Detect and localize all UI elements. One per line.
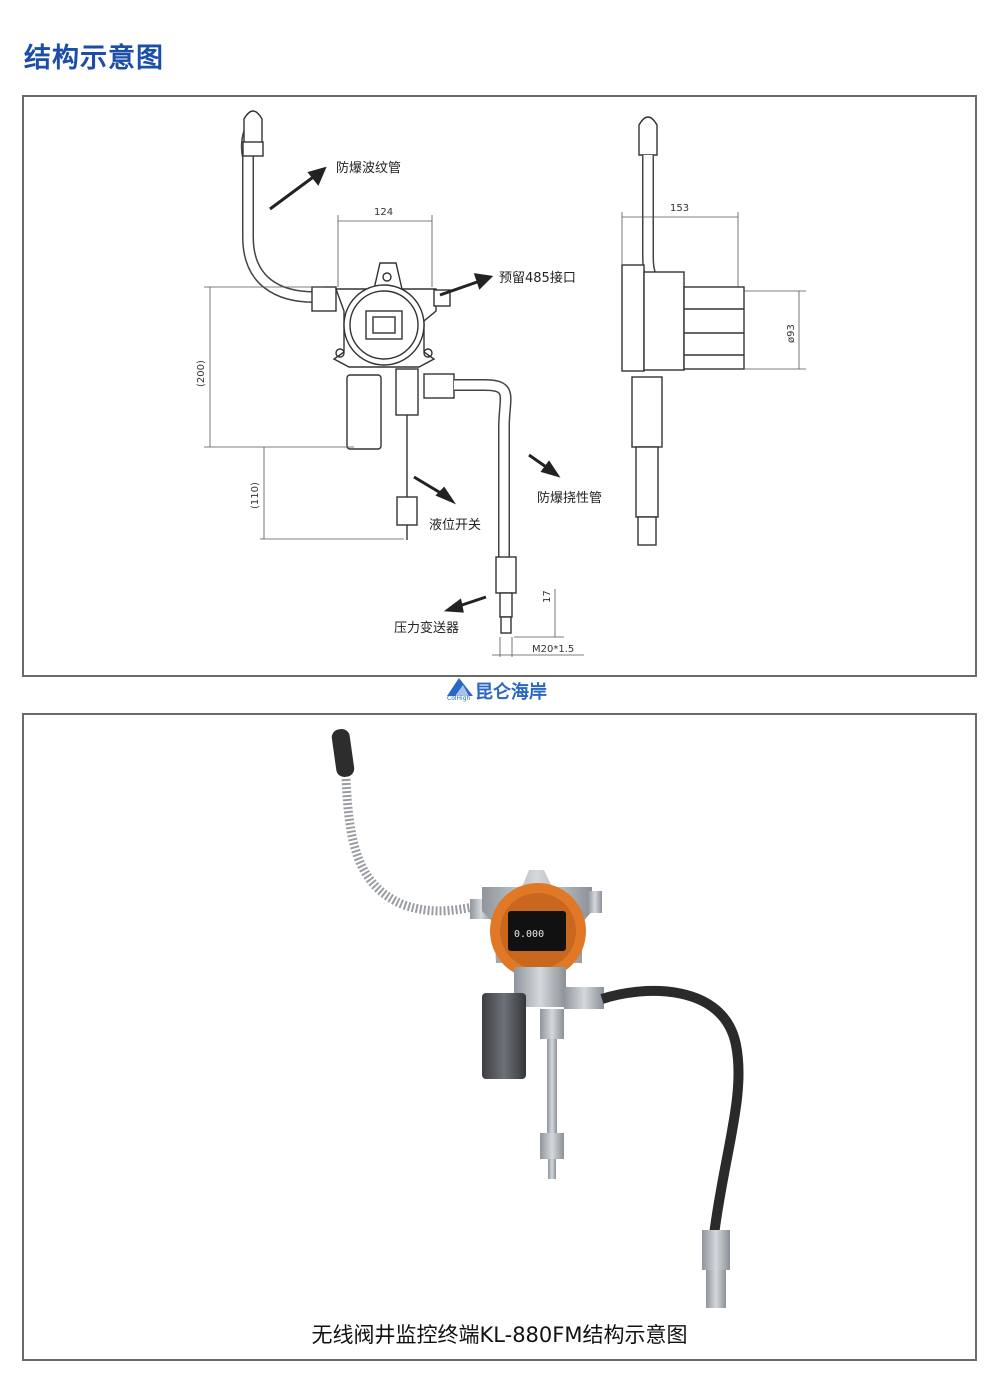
- label-485-port: 预留485接口: [499, 271, 576, 286]
- label-level-switch: 液位开关: [429, 518, 482, 533]
- label-pressure-transmitter: 压力变送器: [394, 621, 460, 636]
- dim-thread-length: 17: [542, 590, 553, 603]
- dim-height-main: (200): [196, 360, 207, 387]
- product-rendering: 0.000: [331, 729, 744, 1308]
- drawing-panel: 防爆波纹管 预留485接口 防爆挠性管 液位开关 压力变送器 124 (200)…: [22, 95, 977, 677]
- photo-panel: 0.000 无线阀井监控终端KL-880FM结构示意图: [22, 713, 977, 1361]
- technical-drawing: [204, 110, 806, 657]
- dim-diameter: ø93: [786, 324, 797, 343]
- brand-name: 昆仑海岸: [475, 682, 547, 703]
- label-bellows-tube: 防爆波纹管: [336, 161, 402, 176]
- dim-width-front: 124: [374, 207, 394, 218]
- photo-caption: 无线阀井监控终端KL-880FM结构示意图: [311, 1323, 688, 1347]
- brand-watermark: 昆仑海岸 ColHigh: [445, 676, 565, 706]
- dim-height-lower: (110): [250, 482, 261, 509]
- brand-sub: ColHigh: [447, 695, 471, 702]
- display-reading: 0.000: [514, 929, 544, 940]
- dim-thread: M20*1.5: [532, 644, 575, 655]
- dim-width-side: 153: [670, 203, 690, 214]
- page-title: 结构示意图: [24, 43, 164, 74]
- label-flexible-tube: 防爆挠性管: [537, 491, 603, 506]
- brand-logo-icon: [447, 678, 473, 696]
